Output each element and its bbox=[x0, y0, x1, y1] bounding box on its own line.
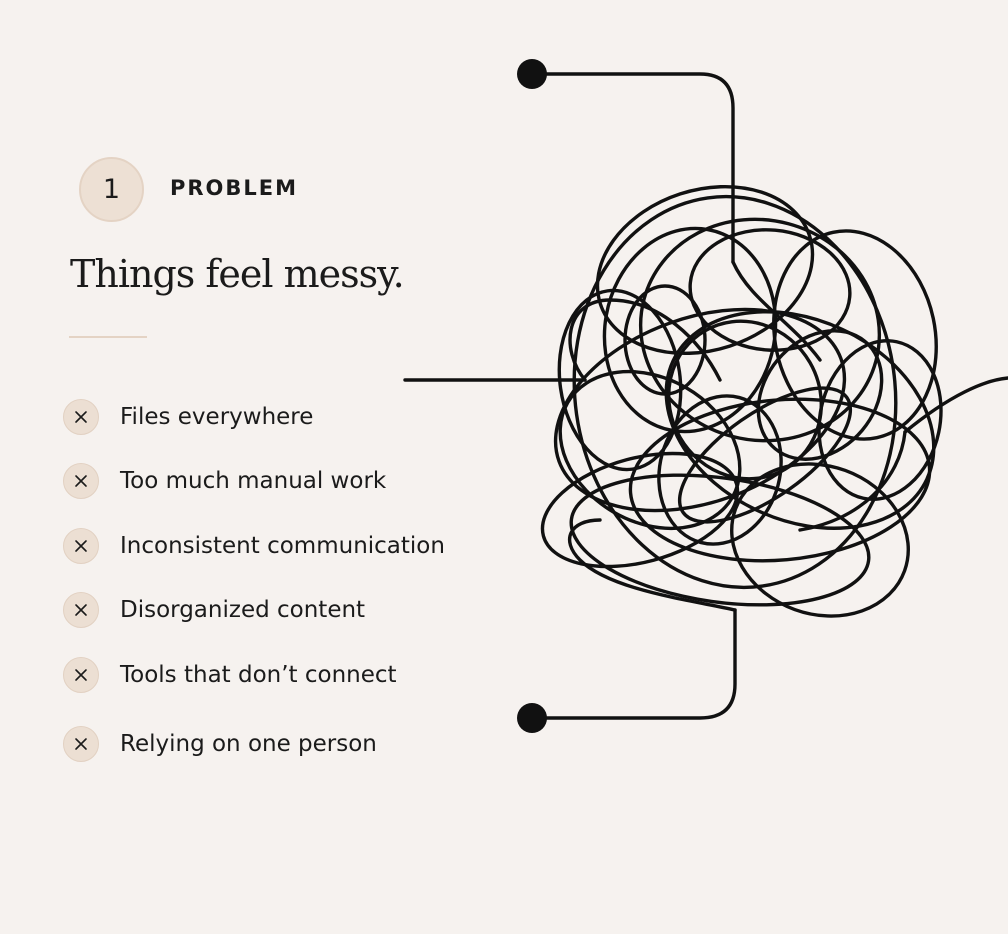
problem-label: Too much manual work bbox=[120, 468, 387, 494]
problem-item: Relying on one person bbox=[63, 725, 377, 763]
problem-item: Inconsistent communication bbox=[63, 527, 445, 565]
top-endpoint-dot bbox=[517, 59, 547, 89]
problem-label: Files everywhere bbox=[120, 404, 314, 430]
problem-label: Relying on one person bbox=[120, 731, 377, 757]
x-icon bbox=[63, 463, 99, 499]
x-icon bbox=[63, 592, 99, 628]
right-connector-line bbox=[903, 376, 1008, 434]
x-icon bbox=[63, 657, 99, 693]
step-number-badge: 1 bbox=[79, 157, 144, 222]
bottom-endpoint-dot bbox=[517, 703, 547, 733]
problem-label: Disorganized content bbox=[120, 597, 366, 623]
step-label: PROBLEM bbox=[170, 176, 299, 200]
problem-item: Disorganized content bbox=[63, 591, 365, 629]
problem-item: Files everywhere bbox=[63, 398, 313, 436]
x-icon bbox=[63, 528, 99, 564]
problem-item: Tools that don’t connect bbox=[63, 656, 397, 694]
top-connector-line bbox=[530, 72, 735, 264]
problem-label: Tools that don’t connect bbox=[120, 662, 397, 688]
step-number: 1 bbox=[102, 174, 121, 205]
x-icon bbox=[63, 726, 99, 762]
problem-label: Inconsistent communication bbox=[120, 533, 445, 559]
headline: Things feel messy. bbox=[70, 252, 405, 296]
divider bbox=[69, 336, 147, 338]
bottom-connector-line bbox=[530, 608, 737, 720]
x-icon bbox=[63, 399, 99, 435]
problem-item: Too much manual work bbox=[63, 462, 386, 500]
